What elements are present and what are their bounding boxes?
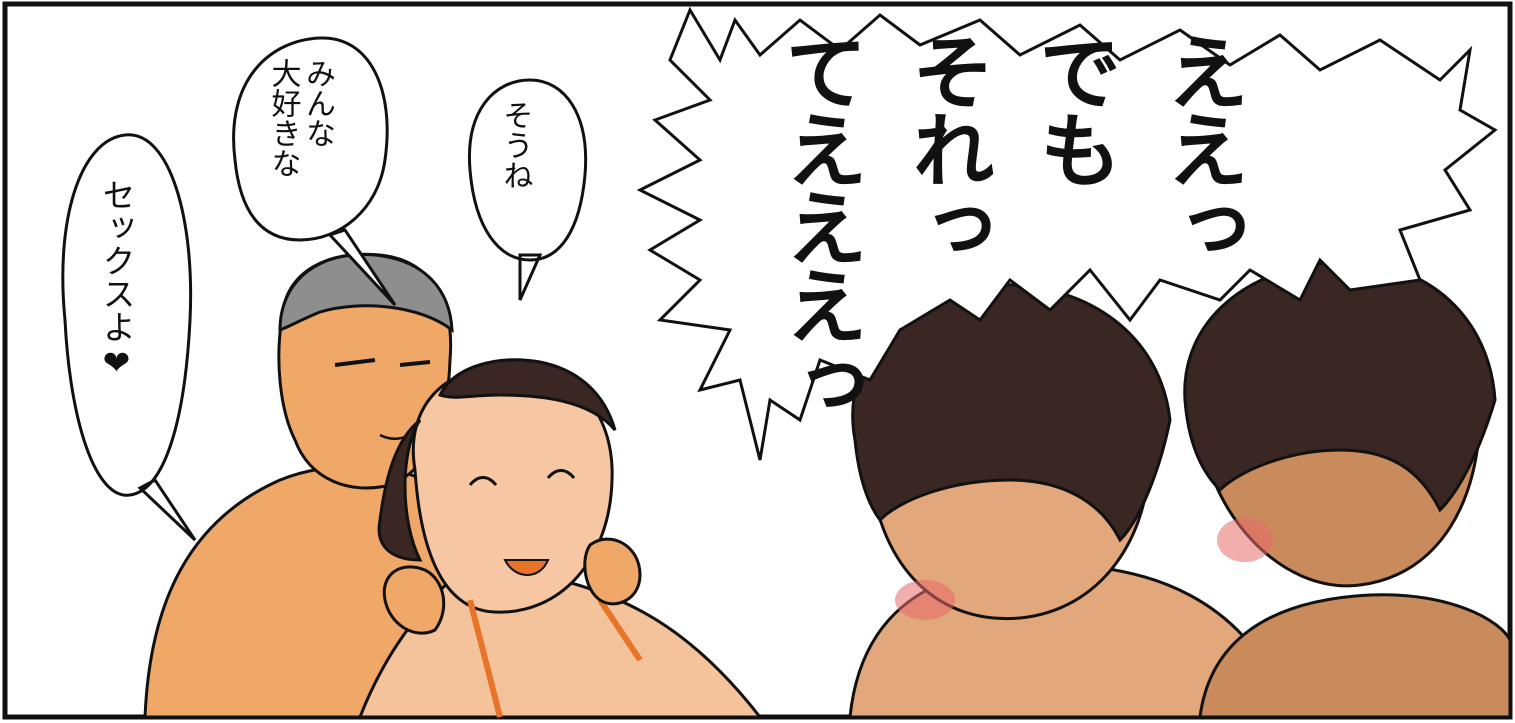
woman-hair-side [377, 418, 423, 562]
boy2-body [1198, 593, 1512, 719]
woman-eyes [468, 469, 576, 486]
bubble-sou-ne [467, 78, 588, 301]
woman-hair [437, 358, 617, 431]
woman-mouth [503, 559, 550, 576]
speech-text-everyone-loves: みんな 大好きな [265, 58, 336, 178]
speech-text-sex-yo: セックスよ❤ [97, 178, 136, 382]
man-left-hand [382, 565, 446, 635]
man-right-hand [583, 537, 642, 606]
bubble-sex-yo [61, 133, 197, 542]
boy1-blush [895, 580, 955, 620]
bubble-shout [636, 6, 1498, 461]
boy2-blush [1217, 518, 1273, 562]
bald-man-hair [278, 252, 454, 334]
swimsuit-straps [467, 598, 643, 718]
bald-man-eyes [334, 358, 431, 367]
speech-text-sou-ne: そうね [497, 100, 533, 190]
bubble-everyone-loves [232, 36, 397, 307]
speech-text-shout: ええっ でも それっ てえええっ [771, 30, 1248, 420]
